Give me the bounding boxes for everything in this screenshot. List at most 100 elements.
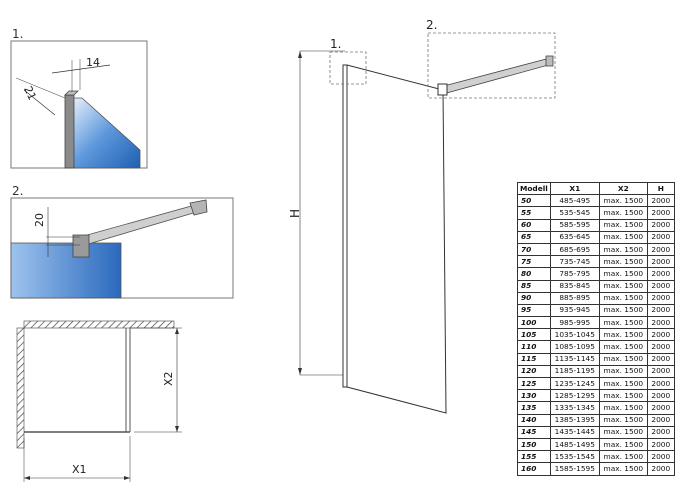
table-cell-h: 2000 <box>646 194 675 208</box>
dim-20-text: 20 <box>33 213 46 227</box>
callout-2-box <box>427 32 556 99</box>
table-cell-x1: 1135-1145 <box>549 352 600 366</box>
detail-2-label: 2. <box>12 184 24 198</box>
table-cell-model: 50 <box>517 194 551 208</box>
table-cell-x2: max. 1500 <box>598 291 648 305</box>
table-cell-x2: max. 1500 <box>598 206 648 220</box>
table-cell-model: 105 <box>517 328 551 342</box>
main-elevation: H 1. 2. <box>288 18 556 414</box>
x1-text: X1 <box>72 463 87 476</box>
table-cell-h: 2000 <box>646 316 675 330</box>
table-cell-x1: 935-945 <box>549 303 600 318</box>
table-cell-model: 60 <box>517 218 551 232</box>
table-cell-model: 90 <box>517 291 551 305</box>
table-cell-x2: max. 1500 <box>598 450 648 464</box>
table-cell-h: 2000 <box>646 401 675 415</box>
table-cell-x2: max. 1500 <box>598 364 648 379</box>
table-cell-model: 115 <box>517 352 551 366</box>
table-cell-model: 145 <box>517 425 551 439</box>
spec-header-row: Modell X1 X2 H <box>517 181 675 196</box>
table-cell-x2: max. 1500 <box>598 340 648 354</box>
table-cell-x1: 635-645 <box>549 230 600 244</box>
wall-profile <box>64 94 75 169</box>
table-cell-h: 2000 <box>646 364 675 379</box>
table-cell-x1: 535-545 <box>549 206 600 220</box>
table-cell-model: 65 <box>517 230 551 244</box>
table-cell-h: 2000 <box>646 279 675 293</box>
table-cell-x1: 835-845 <box>549 279 600 293</box>
table-cell-model: 75 <box>517 255 551 269</box>
table-cell-h: 2000 <box>646 352 675 366</box>
table-cell-x2: max. 1500 <box>598 316 648 330</box>
table-cell-h: 2000 <box>646 340 675 354</box>
callout-1-box <box>329 51 367 85</box>
table-cell-x2: max. 1500 <box>598 352 648 366</box>
table-cell-x2: max. 1500 <box>598 425 648 439</box>
table-cell-x1: 585-595 <box>549 218 600 232</box>
wall-top <box>23 320 175 329</box>
glass-panel-top <box>10 242 122 299</box>
table-cell-x2: max. 1500 <box>598 462 648 476</box>
table-cell-h: 2000 <box>646 328 675 342</box>
table-cell-x1: 1085-1095 <box>549 340 600 354</box>
table-cell-model: 85 <box>517 279 551 293</box>
detail-2-drawing: 20 <box>10 197 234 299</box>
table-cell-x1: 1435-1445 <box>549 425 600 439</box>
table-cell-model: 140 <box>517 413 551 427</box>
plan-view: X1 X2 <box>16 320 182 482</box>
col-h: H <box>646 181 675 196</box>
table-cell-x1: 735-745 <box>549 255 600 269</box>
h-text: H <box>288 209 302 218</box>
table-cell-x1: 1235-1245 <box>549 376 600 391</box>
table-cell-x1: 685-695 <box>549 242 600 257</box>
table-cell-model: 150 <box>517 437 551 452</box>
col-x1: X1 <box>549 181 600 196</box>
table-cell-h: 2000 <box>646 267 675 281</box>
table-cell-x2: max. 1500 <box>598 267 648 281</box>
table-cell-x2: max. 1500 <box>598 328 648 342</box>
x2-text: X2 <box>162 371 175 386</box>
col-modell: Modell <box>517 181 551 196</box>
table-cell-model: 130 <box>517 389 551 403</box>
table-cell-x2: max. 1500 <box>598 255 648 269</box>
table-cell-x2: max. 1500 <box>598 437 648 452</box>
table-cell-model: 135 <box>517 401 551 415</box>
table-cell-x2: max. 1500 <box>598 242 648 257</box>
table-cell-x2: max. 1500 <box>598 413 648 427</box>
table-cell-h: 2000 <box>646 425 675 439</box>
table-cell-h: 2000 <box>646 218 675 232</box>
main-wall-profile <box>342 64 348 388</box>
table-cell-x1: 1285-1295 <box>549 389 600 403</box>
table-cell-x2: max. 1500 <box>598 279 648 293</box>
table-cell-h: 2000 <box>646 242 675 257</box>
table-cell-x2: max. 1500 <box>598 303 648 318</box>
dim-14-text: 14 <box>86 56 100 69</box>
table-cell-x1: 1185-1195 <box>549 364 600 379</box>
callout-1-text: 1. <box>330 37 341 51</box>
table-cell-x1: 485-495 <box>549 194 600 208</box>
main-stabilizer <box>439 57 553 95</box>
main-glass <box>346 64 447 414</box>
table-cell-model: 100 <box>517 316 551 330</box>
dim-21-text: 21 <box>21 84 39 102</box>
table-cell-x2: max. 1500 <box>598 376 648 391</box>
table-cell-model: 155 <box>517 450 551 464</box>
